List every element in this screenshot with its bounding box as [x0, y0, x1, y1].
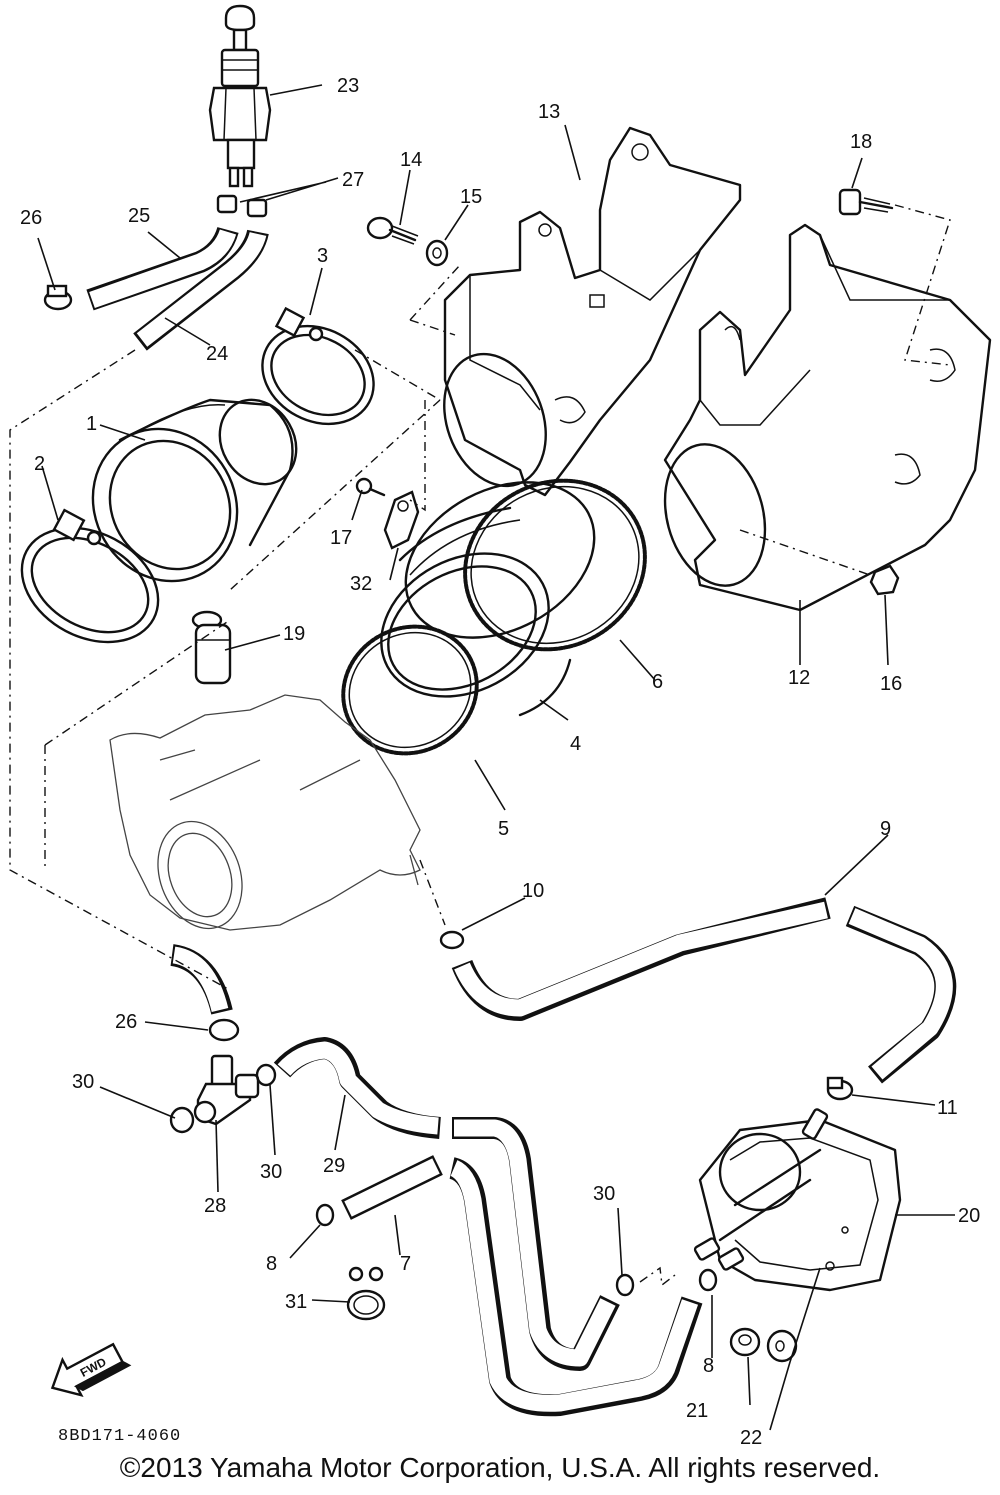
t-joint-part-28 — [193, 1054, 260, 1126]
callout-25: 25 — [128, 205, 150, 227]
fuel-hose-part-29 — [273, 1037, 441, 1139]
forward-direction-arrow: FWD — [50, 1342, 132, 1398]
leader-lines — [37, 84, 955, 1431]
vent-hose-part-25 — [86, 226, 239, 311]
clip-part-31 — [346, 1266, 386, 1321]
bolt-part-18 — [838, 188, 894, 216]
callout-15: 15 — [460, 186, 482, 208]
callout-23: 23 — [337, 75, 359, 97]
callout-14: 14 — [400, 149, 422, 171]
clip-part-30-right — [615, 1273, 635, 1297]
clip-part-26-bottom — [208, 1018, 240, 1042]
callout-20: 20 — [958, 1205, 980, 1227]
callout-26-top: 26 — [20, 207, 42, 229]
callout-31: 31 — [285, 1291, 307, 1313]
clamp-part-32 — [383, 490, 420, 550]
callout-8-right: 8 — [703, 1355, 714, 1377]
choke-plunger-part-23 — [208, 4, 272, 188]
callout-5: 5 — [498, 818, 509, 840]
bolt-part-14 — [366, 216, 419, 245]
fuel-pump-part-20 — [693, 1108, 902, 1292]
callout-4: 4 — [570, 733, 581, 755]
callout-labels: 1 2 3 4 5 6 7 8 8 9 10 11 12 13 14 15 16… — [20, 75, 980, 1449]
callout-32: 32 — [350, 573, 372, 595]
callout-7: 7 — [400, 1253, 411, 1275]
callout-16: 16 — [880, 673, 902, 695]
callout-26-bottom: 26 — [115, 1011, 137, 1033]
callout-22: 22 — [740, 1427, 762, 1449]
alignment-lines — [9, 204, 951, 1287]
vent-hose-part-24 — [133, 229, 269, 351]
air-box-joint-part-4 — [380, 481, 596, 717]
hose-caps-part-27 — [216, 194, 268, 218]
band-clamp-part-3 — [261, 306, 375, 426]
band-clamp-part-2 — [20, 508, 160, 644]
callout-8-left: 8 — [266, 1253, 277, 1275]
fuel-hose-part-7 — [341, 1155, 443, 1220]
carburetor-reference-outline — [109, 694, 421, 931]
clip-part-30-middle — [255, 1063, 277, 1087]
copyright-notice: ©2013 Yamaha Motor Corporation, U.S.A. A… — [119, 1452, 881, 1483]
callout-11: 11 — [937, 1097, 958, 1119]
callout-29: 29 — [323, 1155, 345, 1177]
air-cleaner-case-part-13 — [443, 126, 742, 497]
callout-17: 17 — [330, 527, 352, 549]
callout-2: 2 — [34, 453, 45, 475]
callout-30-middle: 30 — [260, 1161, 282, 1183]
clip-part-8-left — [315, 1203, 335, 1227]
callout-21: 21 — [686, 1400, 708, 1422]
cap-part-19 — [191, 610, 232, 685]
clip-part-8-right — [698, 1268, 718, 1292]
ring-part-5 — [341, 624, 479, 756]
nut-part-16 — [869, 564, 900, 596]
carburetor-joint-part-1 — [91, 398, 298, 583]
washer-part-15 — [425, 239, 449, 267]
callout-30-right: 30 — [593, 1183, 615, 1205]
air-cleaner-case-part-12 — [663, 223, 992, 612]
callout-18: 18 — [850, 131, 872, 153]
clip-part-11 — [826, 1076, 854, 1101]
callout-19: 19 — [283, 623, 305, 645]
ring-part-6 — [463, 478, 647, 652]
clip-part-26-top — [43, 284, 73, 311]
callout-30-left: 30 — [72, 1071, 94, 1093]
callout-10: 10 — [522, 880, 544, 902]
elbow-hose — [169, 944, 233, 1015]
callout-27: 27 — [342, 169, 364, 191]
callout-6: 6 — [652, 671, 663, 693]
drawing-code: 8BD171-4060 — [58, 1427, 181, 1446]
fuel-hose-loop-a — [452, 1117, 620, 1371]
callout-1: 1 — [86, 413, 97, 435]
callout-24: 24 — [206, 343, 228, 365]
screw-part-17 — [355, 477, 386, 497]
callout-9: 9 — [880, 818, 891, 840]
fuel-hose-loop-b — [448, 1157, 703, 1417]
nut-part-21 — [729, 1327, 761, 1357]
callout-12: 12 — [788, 667, 810, 689]
washer-part-22 — [766, 1329, 798, 1363]
breather-hose-part-9 — [451, 897, 957, 1084]
clip-part-10 — [439, 930, 465, 950]
callout-28: 28 — [204, 1195, 226, 1217]
callout-3: 3 — [317, 245, 328, 267]
callout-13: 13 — [538, 101, 560, 123]
clip-part-30-left — [169, 1106, 195, 1134]
